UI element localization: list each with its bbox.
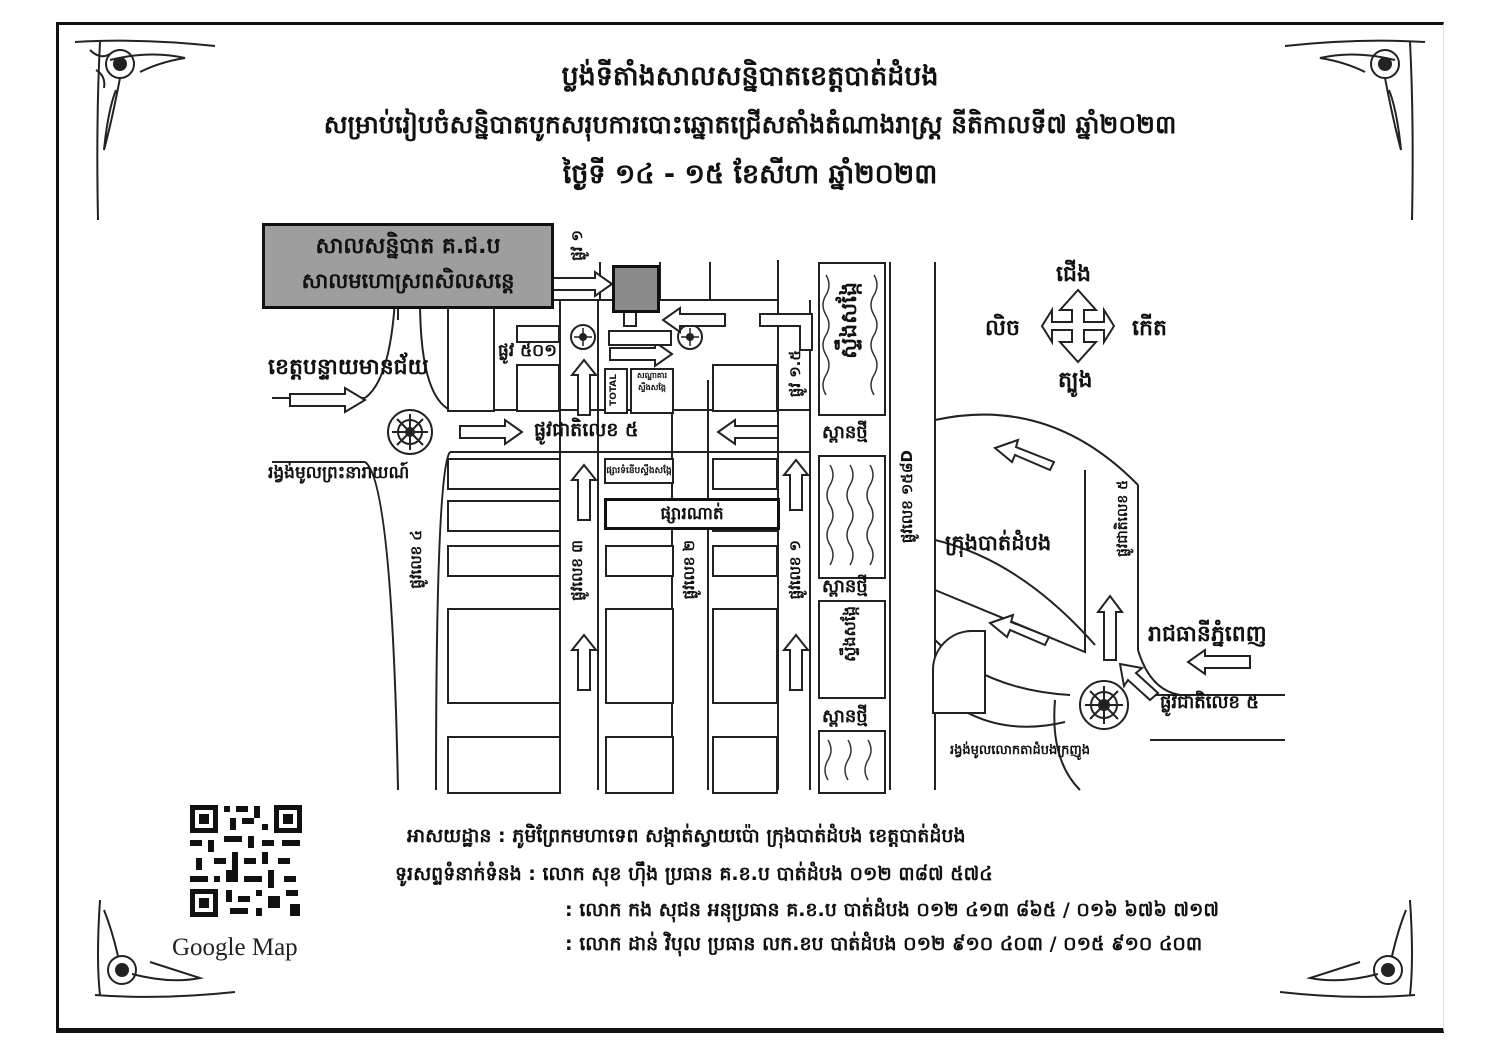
label-battambang-city: ក្រុងបាត់ដំបង xyxy=(945,531,1052,555)
compass-north: ជើង xyxy=(1056,262,1091,287)
arrow-diag-1 xyxy=(992,438,1056,472)
bank-sign: សណ្ឋាគារ ស្ទឹងសង្កែ xyxy=(630,368,674,414)
contact-row-1: ទូរសព្ទទំនាក់ទំនង : លោក សុខ ហ៊ឹង ប្រធាន … xyxy=(395,862,993,890)
venue-name: សាលសន្និបាត គ.ជ.ប xyxy=(315,234,501,259)
address-label: អាសយដ្ឋាន : xyxy=(407,825,506,847)
ornament-bottom-right xyxy=(1279,899,1416,998)
city-block xyxy=(516,364,560,412)
contact-label: ទូរសព្ទទំនាក់ទំនង : xyxy=(395,863,536,885)
address-row: អាសយដ្ឋាន : ភូមិព្រែកមហាទេព សង្កាត់ស្វាយ… xyxy=(407,824,966,852)
arrow-up-3 xyxy=(569,633,599,691)
page-frame xyxy=(56,22,1444,1033)
roundabout-left xyxy=(387,409,433,455)
city-block xyxy=(605,545,674,577)
city-block xyxy=(447,736,561,794)
arrow-up-2 xyxy=(569,463,599,521)
venue-building xyxy=(612,265,660,313)
city-block xyxy=(712,458,778,490)
arrow-left-3 xyxy=(1186,648,1251,676)
city-block xyxy=(447,500,561,532)
city-block xyxy=(447,608,561,704)
label-roundabout-left: រង្វង់មូលព្រះនារាយណ៍ xyxy=(268,463,410,483)
title-line-1: ប្លង់ទីតាំងសាលសន្និបាតខេត្តបាត់ដំបង xyxy=(561,61,939,92)
roundabout-small-1 xyxy=(570,324,596,350)
label-bridge-2: ស្ពានថ្មី xyxy=(822,576,868,597)
contact-1: លោក សុខ ហ៊ឹង ប្រធាន គ.ខ.ប បាត់ដំបង ០១២ ៣… xyxy=(542,863,993,885)
arrow-up-5 xyxy=(781,633,811,691)
title-line-2: សម្រាប់រៀបចំសន្និបាតបូកសរុបការបោះឆ្នោតជ្… xyxy=(323,110,1177,139)
city-block xyxy=(605,608,674,704)
arrow-left-1 xyxy=(716,418,779,446)
ornament-top-right xyxy=(1284,39,1426,221)
city-block xyxy=(447,458,561,490)
qr-caption: Google Map xyxy=(172,934,298,961)
contact-2: : លោក កង សុជន អនុប្រធាន គ.ខ.ប បាត់ដំបង ០… xyxy=(565,899,1219,921)
label-road5-right: ផ្លូវជាតិលេខ ៥ xyxy=(1160,692,1259,713)
city-block xyxy=(932,630,986,714)
ornament-bottom-left xyxy=(94,899,236,998)
city-block xyxy=(608,330,672,346)
river-segment-4 xyxy=(818,730,886,794)
arrow-diag-2 xyxy=(987,613,1051,647)
arrow-diag-3 xyxy=(1118,662,1160,702)
label-roundabout-right: រង្វង់មូលលោកតាដំបងក្រញូង xyxy=(950,743,1091,758)
shop-sign: ផ្សារទំនើបស្ទឹងសង្កែ xyxy=(604,458,674,484)
city-block xyxy=(516,325,560,343)
city-block xyxy=(712,736,778,794)
compass-rose xyxy=(1040,288,1116,364)
arrow-bend xyxy=(759,313,813,351)
compass-west: លិច xyxy=(985,316,1020,341)
arrow-right-1 xyxy=(289,386,367,414)
city-block xyxy=(447,545,561,577)
compass-east: កើត xyxy=(1132,316,1167,341)
label-bridge-1: ស្ពានថ្មី xyxy=(822,422,868,443)
roundabout-right xyxy=(1079,680,1129,730)
compass-south: ត្បូង xyxy=(1058,368,1093,393)
label-road-501: ផ្លូវ ៥០១ xyxy=(498,341,558,361)
arrow-up-6 xyxy=(1096,594,1124,661)
city-block xyxy=(712,364,778,412)
arrow-right-2 xyxy=(459,418,524,446)
label-banteay-meanchey: ខេត្តបន្ទាយមានជ័យ xyxy=(268,355,429,380)
arrow-up-1 xyxy=(569,358,599,416)
city-block xyxy=(605,736,674,794)
title-line-3: ថ្ងៃទី ១៤ - ១៥ ខែសីហា ឆ្នាំ២០២៣ xyxy=(562,159,938,190)
roundabout-small-2 xyxy=(677,324,703,350)
label-phnom-penh: រាជធានីភ្នំពេញ xyxy=(1148,622,1267,647)
city-block xyxy=(447,300,495,412)
label-bridge-3: ស្ពានថ្មី xyxy=(822,706,868,727)
venue-hall: សាលមហោស្រពសិលសន្តេ xyxy=(301,269,515,293)
old-market: ផ្សារណាត់ xyxy=(604,498,780,530)
river-segment-3 xyxy=(818,600,886,699)
label-road5-center: ផ្លូវជាតិលេខ ៥ xyxy=(534,419,639,441)
address-value: ភូមិព្រែកមហាទេព សង្កាត់ស្វាយប៉ោ ក្រុងបាត… xyxy=(512,825,966,847)
arrow-right-3 xyxy=(609,340,674,368)
city-block xyxy=(712,545,778,577)
arrow-left-2 xyxy=(661,306,726,334)
arrow-up-4 xyxy=(781,458,811,511)
contact-3: : លោក ដាន់ វិបុល ប្រធាន លក.ខប បាត់ដំបង ០… xyxy=(565,933,1203,955)
total-station: TOTAL xyxy=(604,368,628,414)
city-block xyxy=(712,608,778,704)
ornament-top-left xyxy=(74,39,216,221)
venue-box[interactable]: សាលសន្និបាត គ.ជ.ប សាលមហោស្រពសិលសន្តេ xyxy=(262,223,554,309)
